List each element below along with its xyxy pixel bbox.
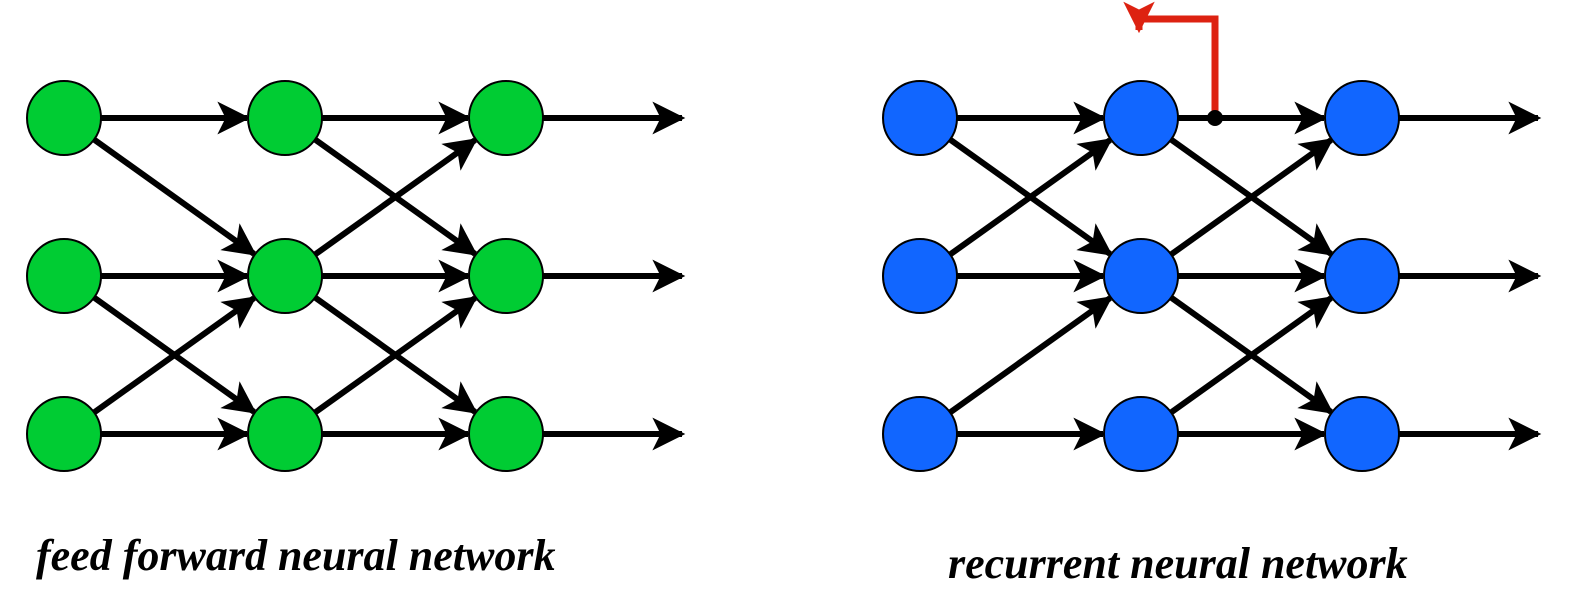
recurrent-edges (948, 101, 1542, 451)
rnn-neuron (882, 396, 958, 472)
rnn-edge-up (948, 295, 1113, 415)
rnn-neuron (1324, 80, 1400, 156)
rnn-edge-up (1169, 137, 1334, 257)
rnn-neuron (1324, 396, 1400, 472)
rnn-neuron (882, 238, 958, 314)
feed-forward-edges (92, 101, 686, 451)
rnn-neuron (1103, 80, 1179, 156)
rnn-edge-up (948, 137, 1113, 257)
feed-forward-nodes (26, 80, 544, 472)
ff-neuron (247, 238, 323, 314)
ff-neuron (247, 396, 323, 472)
rnn-neuron (1103, 396, 1179, 472)
rnn-neuron (882, 80, 958, 156)
recurrent-loop (1123, 1, 1223, 126)
recurrent-caption: recurrent neural network (948, 539, 1408, 588)
rnn-neuron (1324, 238, 1400, 314)
ff-neuron (26, 238, 102, 314)
ff-neuron (468, 238, 544, 314)
feed-forward-caption: feed forward neural network (36, 531, 556, 580)
ff-neuron (468, 396, 544, 472)
rnn-edge-down (1169, 295, 1334, 415)
ff-neuron (247, 80, 323, 156)
rnn-neuron (1103, 238, 1179, 314)
ff-edge-down (92, 137, 257, 257)
ff-edge-up (313, 137, 478, 257)
ff-edge-up (92, 295, 257, 415)
ff-edge-up (313, 295, 478, 415)
recurrent-junction-dot (1207, 110, 1223, 126)
ff-neuron (468, 80, 544, 156)
ff-neuron (26, 80, 102, 156)
recurrent-feedback-arrow (1123, 1, 1219, 112)
recurrent-nodes (882, 80, 1400, 472)
ff-neuron (26, 396, 102, 472)
